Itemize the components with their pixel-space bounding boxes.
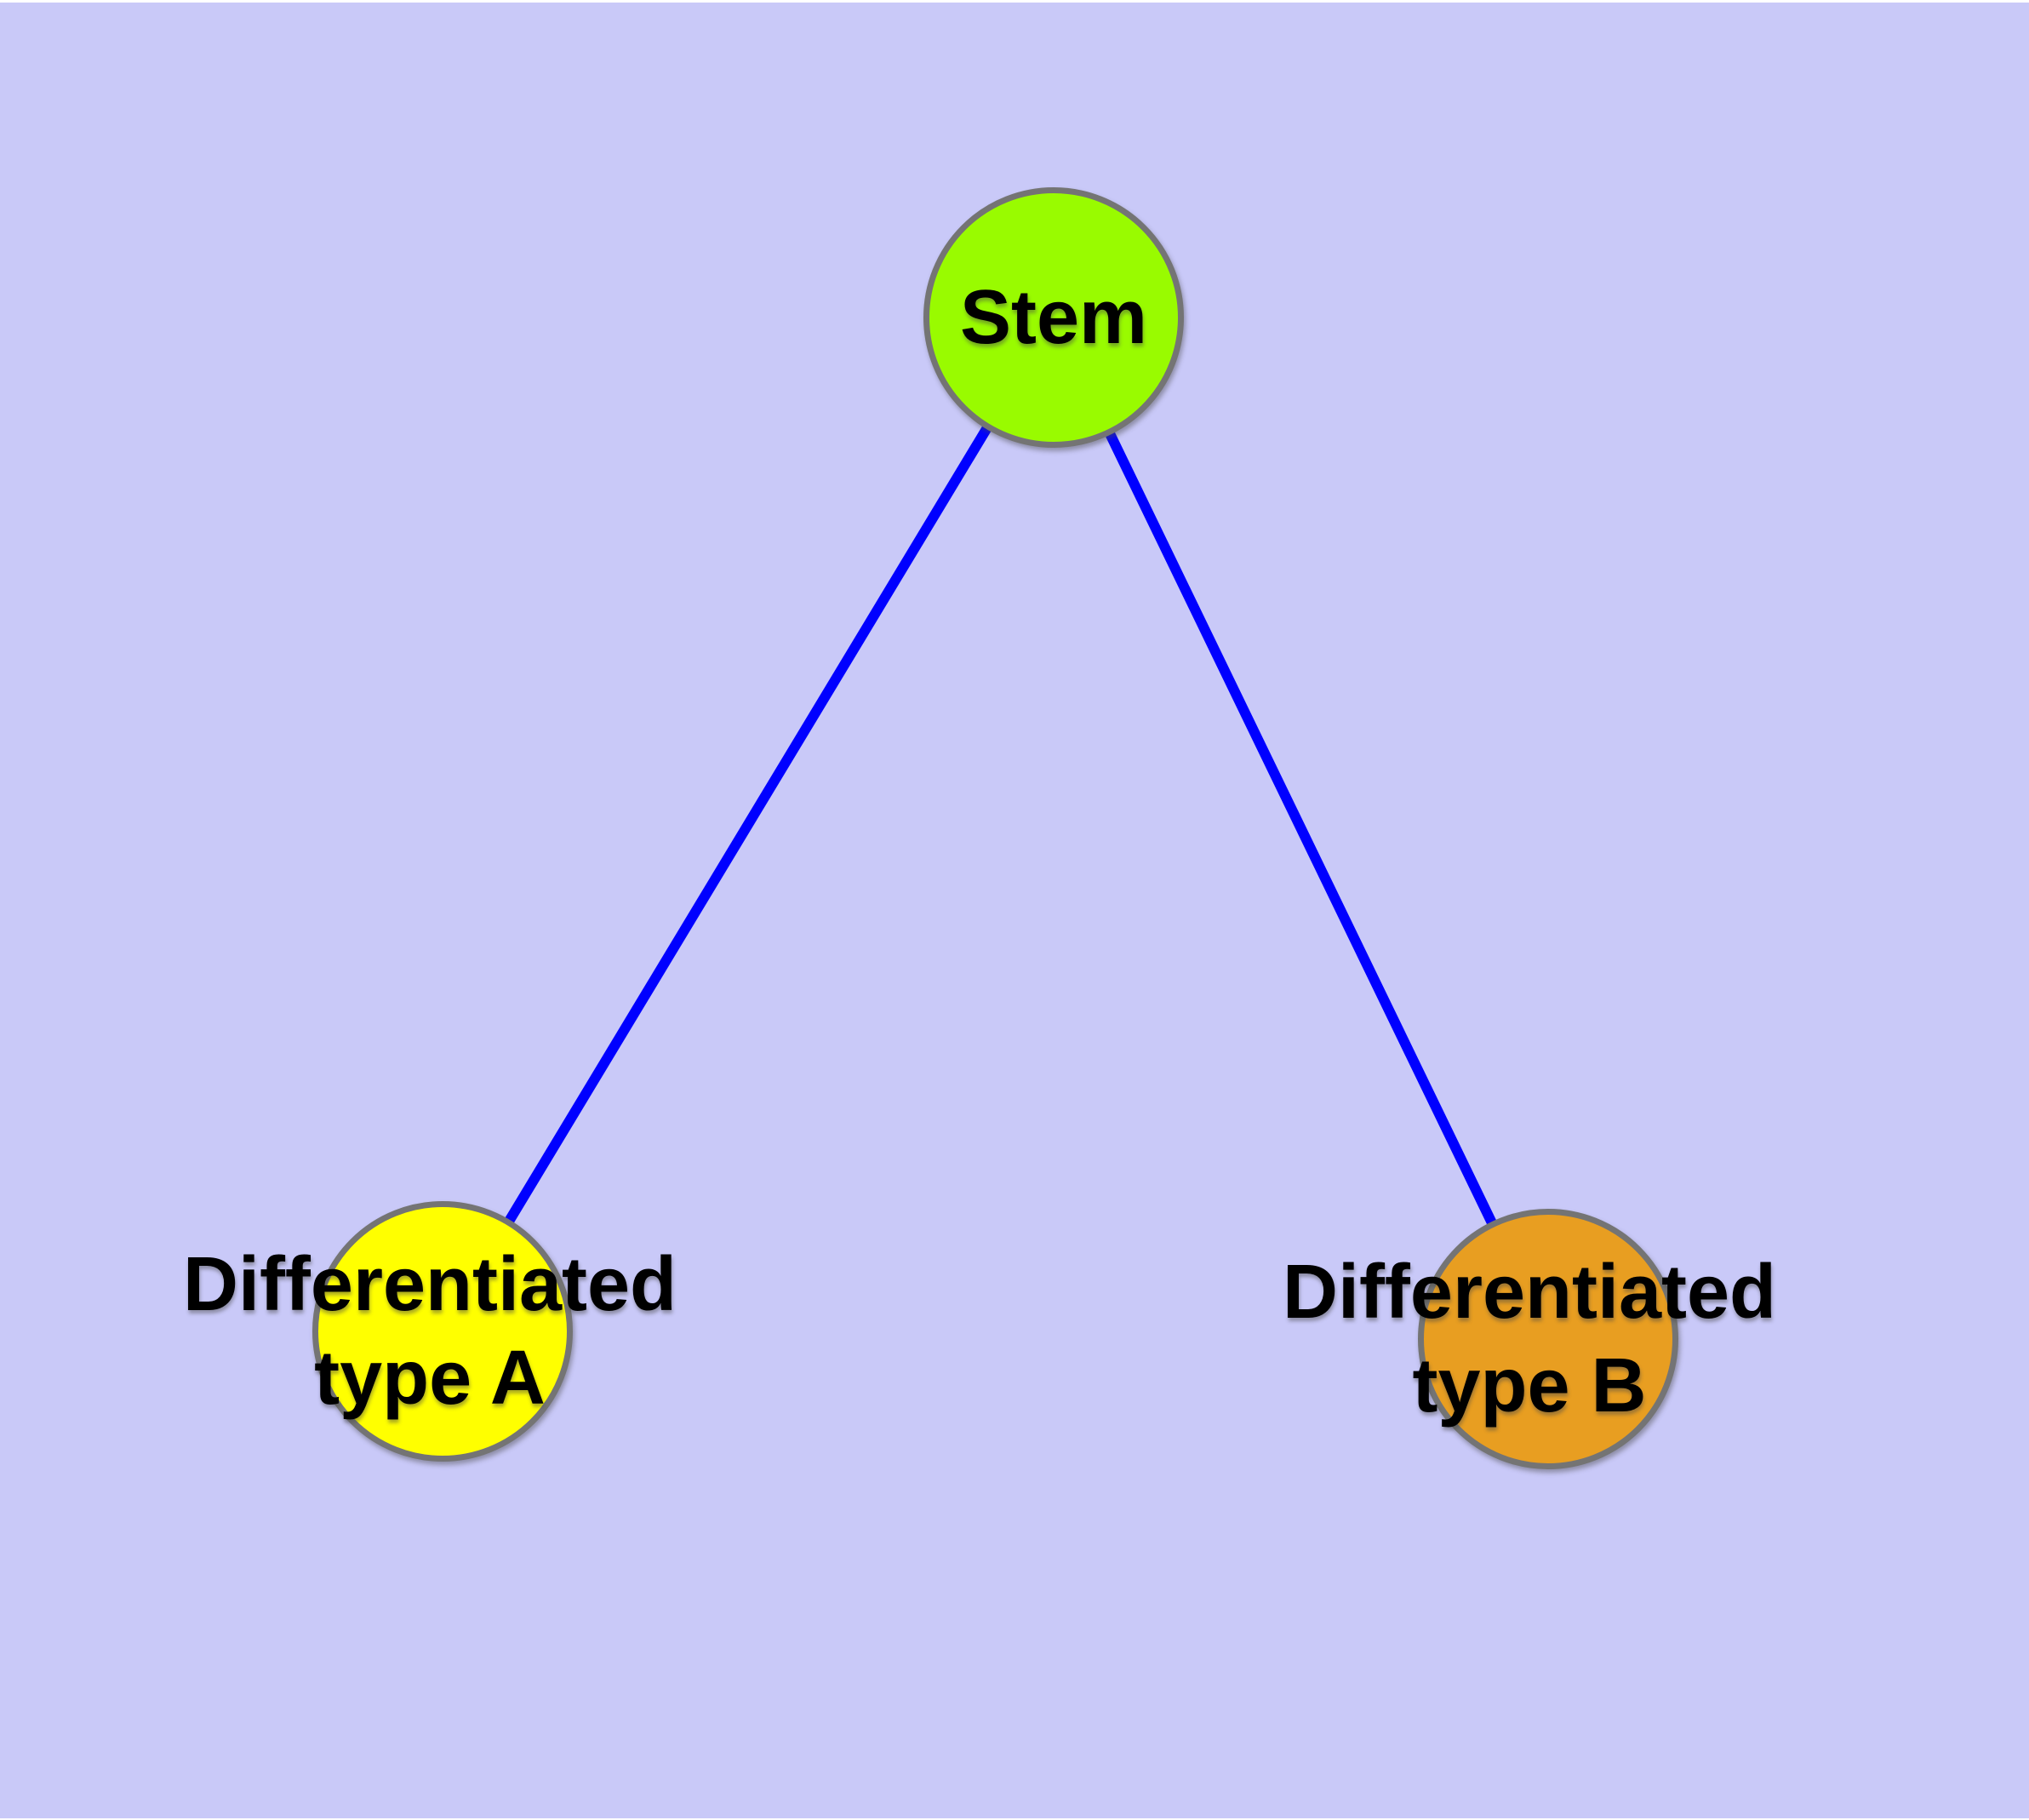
edge-stem-to-typeA bbox=[437, 314, 1059, 1335]
node-stem-circle bbox=[923, 187, 1184, 448]
label-line-2: type A bbox=[314, 1336, 546, 1421]
label-line-1: Differentiated bbox=[182, 1242, 677, 1327]
node-differentiated-type-a-circle bbox=[312, 1201, 573, 1462]
label-line-1: Differentiated bbox=[1282, 1250, 1777, 1335]
node-differentiated-type-b-label: Differentiated type B bbox=[1185, 1245, 1874, 1433]
node-stem-label: Stem bbox=[959, 275, 1148, 360]
label-line-2: type B bbox=[1412, 1343, 1647, 1428]
node-differentiated-type-b-circle bbox=[1418, 1209, 1678, 1469]
node-differentiated-type-a-label: Differentiated type A bbox=[85, 1238, 774, 1425]
edge-stem-to-typeB bbox=[1049, 315, 1553, 1342]
